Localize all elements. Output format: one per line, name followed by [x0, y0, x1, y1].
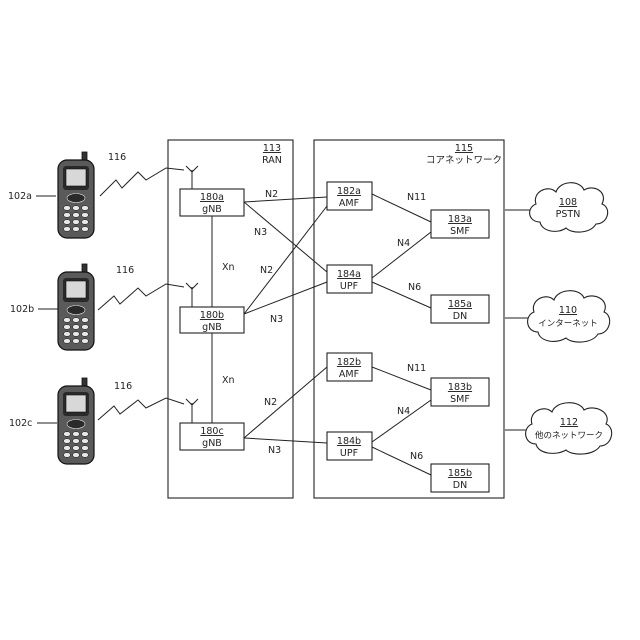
internet-label: インターネット [538, 319, 598, 329]
n11-label-b: N11 [407, 363, 426, 374]
n3-label-a: N3 [254, 227, 267, 238]
pstn-ref: 108 [559, 197, 577, 208]
n3-label-b: N3 [270, 314, 283, 325]
n6-label-b: N6 [410, 451, 423, 462]
dn-a-ref: 185a [448, 299, 472, 310]
smf-b-label: SMF [450, 394, 470, 405]
n4-label-a: N4 [397, 238, 410, 249]
mobile-phone-icon [58, 378, 94, 464]
dn-b-ref: 185b [448, 468, 472, 479]
internet-ref: 110 [559, 305, 577, 316]
amf-b-ref: 182b [337, 357, 361, 368]
n2-label-a: N2 [265, 189, 278, 200]
gnb-a-ref: 180a [200, 192, 224, 203]
smf-b-ref: 183b [448, 382, 472, 393]
amf-a-ref: 182a [337, 186, 361, 197]
antenna-icon [186, 283, 198, 307]
ran-ref: 113 [263, 143, 281, 154]
other-network-label: 他のネットワーク [535, 430, 603, 441]
amf-b: 182b AMF [327, 353, 372, 381]
n2-label-c: N2 [264, 397, 277, 408]
upf-a-label: UPF [340, 281, 358, 292]
phones [58, 152, 94, 464]
core-ref: 115 [455, 143, 473, 154]
n3-label-c: N3 [268, 445, 281, 456]
smf-a: 183a SMF [431, 210, 489, 238]
gnb-b-label: gNB [202, 322, 222, 333]
wireless-link-c [98, 398, 184, 420]
gnb-b-ref: 180b [200, 310, 224, 321]
core-label: コアネットワーク [426, 155, 502, 166]
dn-b-label: DN [453, 480, 467, 491]
link-ref-b: 116 [116, 265, 134, 276]
wireless-links [98, 168, 184, 420]
dn-b: 185b DN [431, 464, 489, 492]
amf-b-label: AMF [339, 369, 359, 380]
link-ref-a: 116 [108, 152, 126, 163]
mobile-phone-icon [58, 152, 94, 238]
other-network-cloud: 112 他のネットワーク [526, 403, 612, 454]
device-ref-c: 102c [9, 418, 32, 429]
antenna-icon [186, 399, 198, 423]
antenna-icon [186, 166, 198, 189]
wireless-link-b [98, 284, 184, 310]
device-ref-a: 102a [8, 191, 32, 202]
upf-b-label: UPF [340, 448, 358, 459]
upf-a-ref: 184a [337, 269, 361, 280]
gnb-c: 180c gNB [180, 423, 244, 450]
gnb-a: 180a gNB [180, 189, 244, 216]
amf-a: 182a AMF [327, 182, 372, 210]
ran-label: RAN [262, 155, 282, 166]
smf-a-label: SMF [450, 226, 470, 237]
gnb-b: 180b gNB [180, 307, 244, 333]
xn-label-1: Xn [222, 262, 235, 273]
n11-label-a: N11 [407, 192, 426, 203]
pstn-label: PSTN [556, 209, 581, 220]
n4-label-b: N4 [397, 406, 410, 417]
upf-a: 184a UPF [327, 265, 372, 293]
upf-b: 184b UPF [327, 432, 372, 460]
smf-b: 183b SMF [431, 378, 489, 406]
gnb-c-label: gNB [202, 438, 222, 449]
upf-b-ref: 184b [337, 436, 361, 447]
wireless-link-a [100, 168, 184, 196]
n6-a-line [372, 282, 431, 308]
pstn-cloud: 108 PSTN [530, 183, 608, 232]
mobile-phone-icon [58, 264, 94, 350]
dn-a-label: DN [453, 311, 467, 322]
smf-a-ref: 183a [448, 214, 472, 225]
internet-cloud: 110 インターネット [528, 291, 610, 342]
dn-a: 185a DN [431, 295, 489, 323]
amf-a-label: AMF [339, 198, 359, 209]
xn-label-2: Xn [222, 375, 235, 386]
n2-label-b: N2 [260, 265, 273, 276]
gnb-a-label: gNB [202, 204, 222, 215]
gnb-c-ref: 180c [200, 426, 223, 437]
n6-label-a: N6 [408, 282, 421, 293]
link-ref-c: 116 [114, 381, 132, 392]
other-network-ref: 112 [560, 417, 578, 428]
device-ref-b: 102b [10, 304, 34, 315]
